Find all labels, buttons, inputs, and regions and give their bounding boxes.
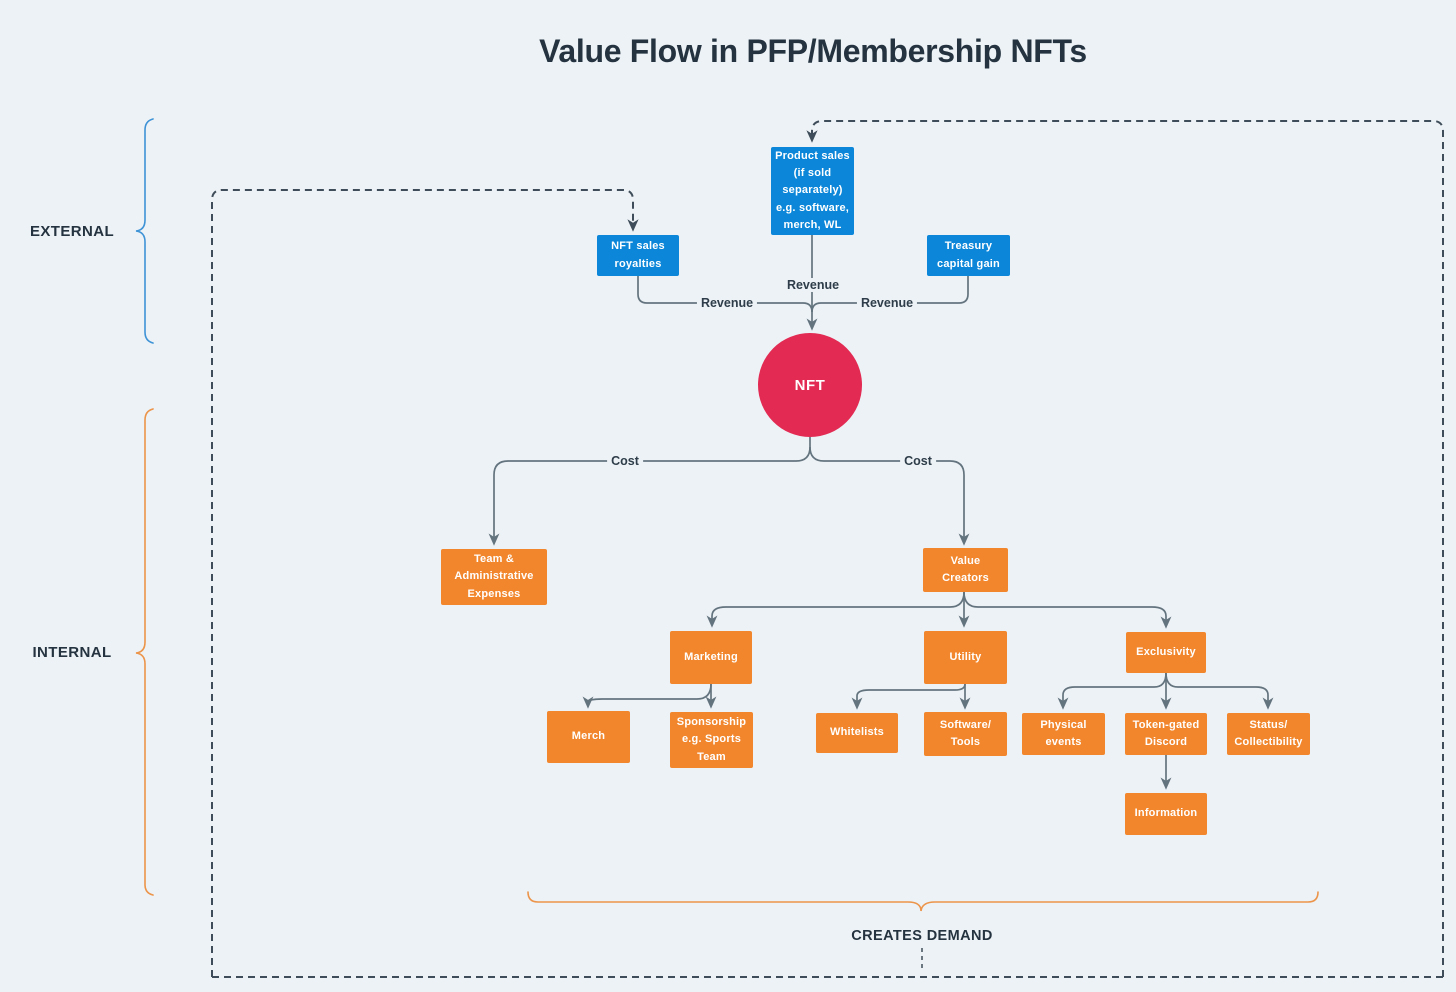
wire-exclusivity-status [1165,672,1274,710]
wire-utility-whitelists [851,683,966,710]
node-whitelists: Whitelists [816,713,898,753]
dashed-loop-right-arrow [806,120,1444,977]
node-token-gated-discord: Token-gated Discord [1125,713,1207,755]
wire-vc-exclusivity [963,591,1172,629]
node-software-tools: Software/ Tools [924,712,1007,756]
node-merch: Merch [547,711,630,763]
node-utility: Utility [924,631,1007,684]
wire-vc-marketing [706,591,965,628]
external-section-label: EXTERNAL [29,223,115,240]
node-marketing: Marketing [670,631,752,684]
creates-demand-label: CREATES DEMAND [851,928,993,944]
wire-cost-value-creators [809,446,970,546]
wire-treasury-revenue [811,276,969,313]
node-information: Information [1125,793,1207,835]
wire-nft-sales-revenue [637,276,813,313]
node-status-collectibility: Status/ Collectibility [1227,713,1310,755]
wire-exclusivity-physical [1057,672,1167,710]
node-exclusivity: Exclusivity [1126,632,1206,673]
creates-demand-brace [527,891,1319,912]
node-sponsorship: Sponsorship e.g. Sports Team [670,712,753,768]
edge-label-cost-left: Cost [607,454,643,468]
node-physical-events: Physical events [1022,713,1105,755]
wire-marketing-merch [582,683,712,709]
edge-label-revenue-center: Revenue [782,278,844,292]
dashed-loop-left-arrow [211,189,639,977]
edge-label-cost-right: Cost [900,454,936,468]
node-team-admin-expenses: Team & Administrative Expenses [441,549,547,605]
page-title: Value Flow in PFP/Membership NFTs [539,33,1087,70]
wire-cost-team [488,446,811,546]
external-brace [135,118,154,344]
internal-brace [135,408,154,896]
node-value-creators: Value Creators [923,548,1008,592]
node-product-sales: Product sales (if sold separately) e.g. … [771,147,854,235]
edge-label-revenue-right: Revenue [856,296,918,310]
node-treasury-capital-gain: Treasury capital gain [927,235,1010,276]
node-nft-sales-royalties: NFT sales royalties [597,235,679,276]
internal-section-label: INTERNAL [32,644,112,661]
node-nft-circle: NFT [758,333,862,437]
edge-label-revenue-left: Revenue [696,296,758,310]
